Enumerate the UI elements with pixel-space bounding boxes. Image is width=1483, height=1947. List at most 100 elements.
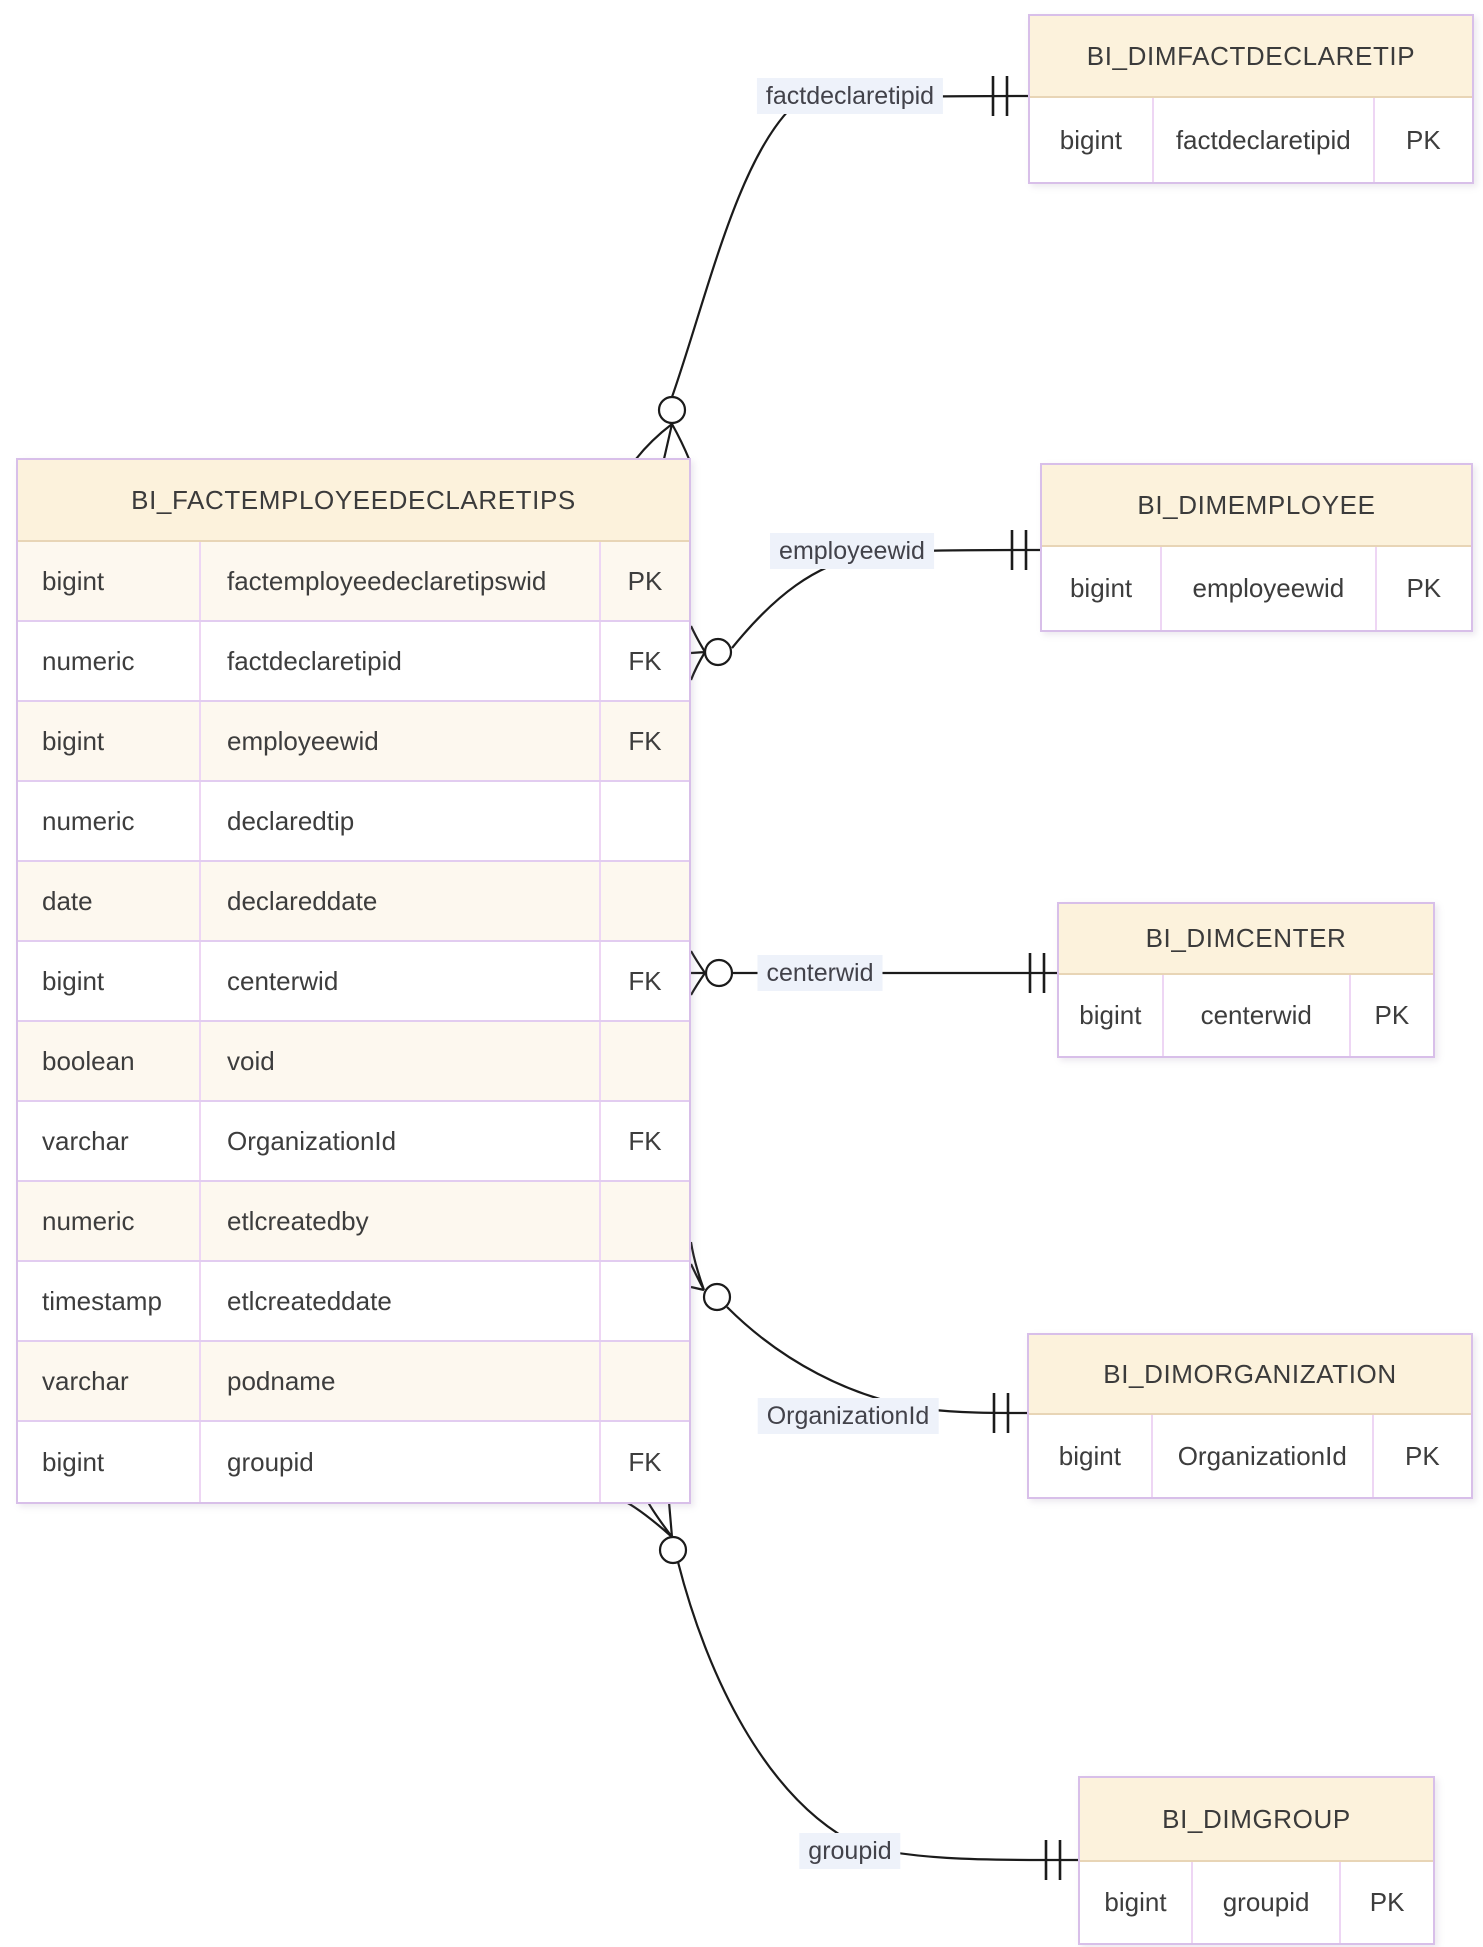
crowsfoot-many-icon [635, 423, 691, 460]
column-key [601, 862, 689, 940]
column-name: OrganizationId [201, 1102, 601, 1180]
relationship-factdeclaretipid [635, 76, 1029, 460]
column-name: employeewid [1162, 547, 1377, 630]
column-name: void [201, 1022, 601, 1100]
column-name: centerwid [1164, 975, 1351, 1056]
entity-title: BI_DIMFACTDECLARETIP [1030, 16, 1472, 98]
column-key: PK [1405, 1440, 1440, 1471]
column-key [601, 1342, 689, 1420]
column-type: varchar [18, 1342, 201, 1420]
table-row: bigint factdeclaretipid PK [1030, 98, 1472, 182]
column-type: varchar [18, 1102, 201, 1180]
column-key: FK [628, 725, 662, 756]
relationship-label-employeewid[interactable]: employeewid [770, 533, 934, 569]
column-key: PK [1374, 1000, 1410, 1030]
entity-title: BI_FACTEMPLOYEEDECLARETIPS [18, 460, 689, 542]
column-type: bigint [1030, 98, 1154, 182]
column-name: declareddate [201, 862, 601, 940]
table-row: bigint centerwid FK [18, 942, 689, 1022]
zero-circle-icon [658, 1535, 688, 1565]
relationship-line [676, 1561, 1078, 1862]
table-row: numeric declaredtip [18, 782, 689, 862]
column-type: numeric [18, 1182, 201, 1260]
column-key [601, 782, 689, 860]
column-name: factemployeedeclaretipswid [201, 542, 601, 620]
column-type: bigint [18, 1422, 201, 1502]
column-type: timestamp [18, 1262, 201, 1340]
table-row: varchar podname [18, 1342, 689, 1422]
column-name: factdeclaretipid [201, 622, 601, 700]
crowsfoot-many-icon [689, 1241, 706, 1292]
relationship-label-organizationid[interactable]: OrganizationId [757, 1398, 939, 1434]
table-row: numeric etlcreatedby [18, 1182, 689, 1262]
column-type: boolean [18, 1022, 201, 1100]
column-type: bigint [18, 942, 201, 1020]
table-row: bigint groupid FK [18, 1422, 689, 1502]
column-name: podname [201, 1342, 601, 1420]
column-type: bigint [18, 702, 201, 780]
relationship-line [670, 94, 1029, 398]
column-name: employeewid [201, 702, 601, 780]
entity-bi-dimfactdeclaretip[interactable]: BI_DIMFACTDECLARETIP bigint factdeclaret… [1028, 14, 1474, 184]
table-row: date declareddate [18, 862, 689, 942]
column-name: centerwid [201, 942, 601, 1020]
column-key: PK [1369, 1887, 1405, 1917]
entity-bi-dimgroup[interactable]: BI_DIMGROUP bigint groupid PK [1078, 1776, 1435, 1945]
table-row: bigint factemployeedeclaretipswid PK [18, 542, 689, 622]
table-row: bigint employeewid PK [1042, 547, 1471, 630]
column-name: groupid [1193, 1862, 1342, 1943]
entity-bi-factemployeedeclaretips[interactable]: BI_FACTEMPLOYEEDECLARETIPS bigint factem… [16, 458, 691, 1504]
table-row: numeric factdeclaretipid FK [18, 622, 689, 702]
column-type: date [18, 862, 201, 940]
column-name: OrganizationId [1153, 1415, 1374, 1497]
column-key: FK [628, 645, 662, 676]
column-key: FK [628, 1446, 662, 1477]
entity-bi-dimcenter[interactable]: BI_DIMCENTER bigint centerwid PK [1057, 902, 1435, 1058]
column-key: PK [1406, 573, 1442, 603]
column-key: FK [628, 965, 662, 996]
column-name: factdeclaretipid [1154, 98, 1375, 182]
column-type: numeric [18, 622, 201, 700]
crowsfoot-many-icon [690, 950, 706, 996]
table-row: timestamp etlcreateddate [18, 1262, 689, 1342]
table-row: varchar OrganizationId FK [18, 1102, 689, 1182]
relationship-employeewid [689, 530, 1041, 681]
entity-bi-dimemployee[interactable]: BI_DIMEMPLOYEE bigint employeewid PK [1040, 463, 1473, 632]
column-type: bigint [1059, 975, 1164, 1056]
zero-circle-icon [704, 958, 734, 988]
entity-bi-dimorganization[interactable]: BI_DIMORGANIZATION bigint OrganizationId… [1027, 1333, 1473, 1499]
column-type: bigint [1042, 547, 1163, 630]
zero-circle-icon [657, 395, 687, 425]
column-key: FK [628, 1125, 662, 1156]
column-name: etlcreatedby [201, 1182, 601, 1260]
relationship-label-centerwid[interactable]: centerwid [757, 955, 883, 991]
table-row: bigint groupid PK [1080, 1862, 1433, 1943]
column-type: bigint [1029, 1415, 1153, 1497]
column-type: numeric [18, 782, 201, 860]
column-type: bigint [18, 542, 201, 620]
column-key [601, 1262, 689, 1340]
table-row: bigint employeewid FK [18, 702, 689, 782]
crowsfoot-many-icon [689, 625, 706, 681]
column-type: bigint [1080, 1862, 1193, 1943]
zero-circle-icon [703, 637, 733, 667]
entity-title: BI_DIMCENTER [1059, 904, 1433, 975]
entity-title: BI_DIMORGANIZATION [1029, 1335, 1471, 1415]
relationship-groupid [625, 1501, 1078, 1880]
column-name: etlcreateddate [201, 1262, 601, 1340]
table-row: boolean void [18, 1022, 689, 1102]
table-row: bigint OrganizationId PK [1029, 1415, 1471, 1497]
zero-circle-icon [702, 1282, 732, 1312]
crowsfoot-many-icon [625, 1501, 674, 1538]
table-row: bigint centerwid PK [1059, 975, 1433, 1056]
entity-title: BI_DIMEMPLOYEE [1042, 465, 1471, 547]
column-key: PK [627, 565, 663, 596]
relationship-label-factdeclaretipid[interactable]: factdeclaretipid [756, 78, 944, 114]
column-key [601, 1022, 689, 1100]
column-name: declaredtip [201, 782, 601, 860]
column-key: PK [1406, 124, 1441, 155]
relationship-label-groupid[interactable]: groupid [799, 1833, 901, 1869]
entity-title: BI_DIMGROUP [1080, 1778, 1433, 1862]
column-key [601, 1182, 689, 1260]
